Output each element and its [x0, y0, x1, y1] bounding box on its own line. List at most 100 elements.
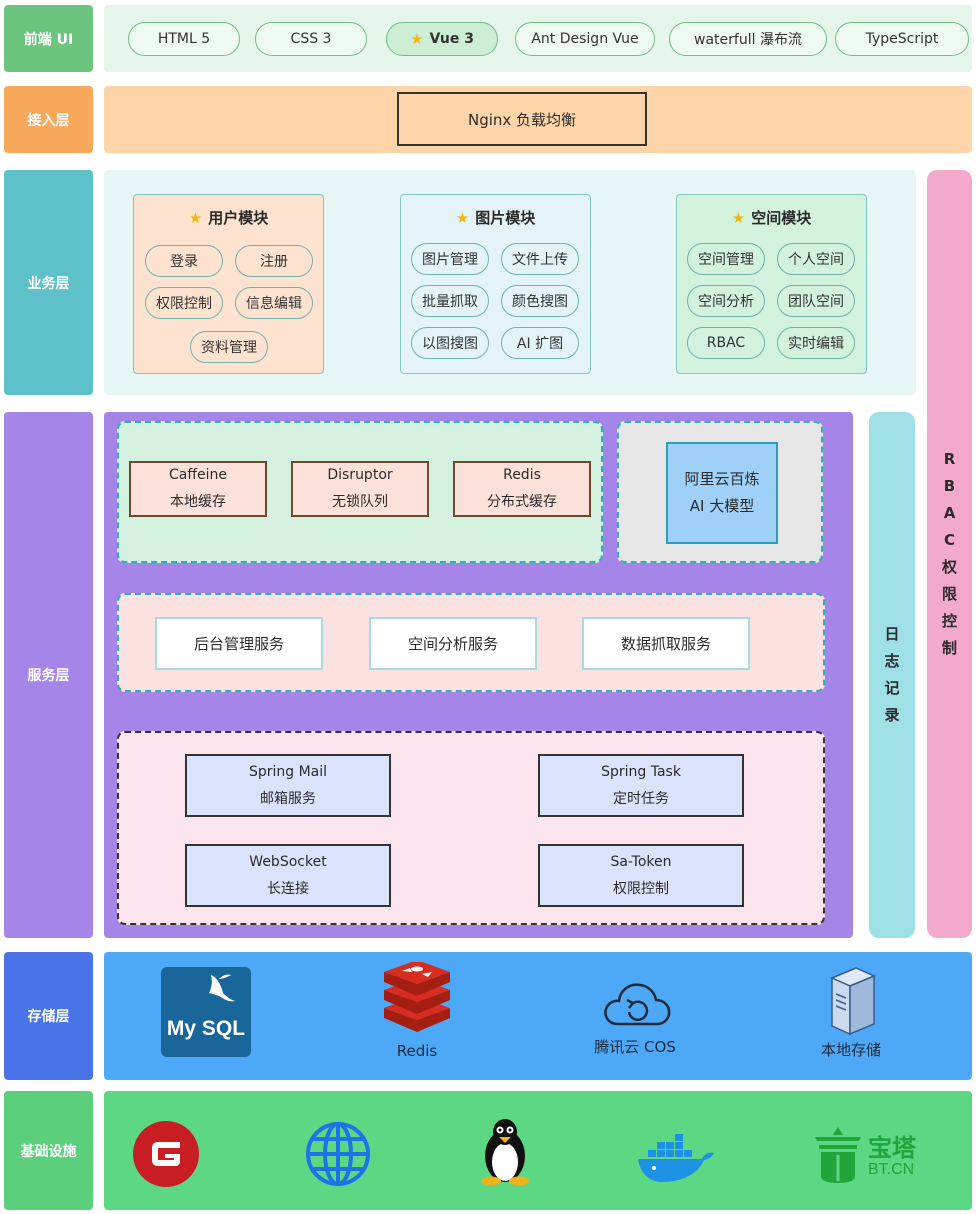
websocket-desc: 长连接	[267, 880, 309, 897]
space-module-title: ★ 空间模块	[677, 207, 866, 228]
star-icon: ★	[455, 209, 470, 227]
disruptor-box: Disruptor 无锁队列	[291, 461, 429, 517]
globe-icon	[306, 1122, 370, 1186]
star-icon: ★	[410, 30, 424, 48]
rbac-column: R B A C 权 限 控 制	[927, 170, 972, 938]
caffeine-desc: 本地缓存	[170, 494, 226, 510]
chip-rbac: RBAC	[687, 327, 765, 359]
docker-whale-icon	[638, 1134, 714, 1182]
chip-color-search: 颜色搜图	[501, 285, 579, 317]
spring-mail-desc: 邮箱服务	[260, 790, 316, 807]
chip-team-space: 团队空间	[777, 285, 855, 317]
layer-label-access: 接入层	[4, 86, 93, 153]
star-icon: ★	[731, 209, 746, 227]
log-char: 录	[884, 706, 900, 724]
server-icon	[830, 967, 876, 1036]
layer-label-infra: 基础设施	[4, 1091, 93, 1210]
websocket-box: WebSocket 长连接	[185, 844, 391, 907]
cos-label: 腾讯云 COS	[594, 1038, 676, 1056]
chip-space-analysis: 空间分析	[687, 285, 765, 317]
pill-typescript: TypeScript	[835, 22, 969, 56]
chip-register: 注册	[235, 245, 313, 277]
chip-ai-expand: AI 扩图	[501, 327, 579, 359]
disruptor-name: Disruptor	[327, 467, 393, 483]
chip-picture-manage: 图片管理	[411, 243, 489, 275]
ai-box: 阿里云百炼 AI 大模型	[666, 442, 778, 544]
pill-waterfall: waterfull 瀑布流	[669, 22, 827, 56]
chip-login: 登录	[145, 245, 223, 277]
space-analysis-service-box: 空间分析服务	[369, 617, 537, 670]
log-char: 记	[884, 679, 900, 697]
rbac-char: 制	[941, 639, 957, 657]
sa-token-name: Sa-Token	[610, 853, 672, 870]
redis-cache-desc: 分布式缓存	[487, 494, 557, 510]
pill-vue3: ★ Vue 3	[386, 22, 498, 56]
rbac-char: 限	[941, 585, 957, 603]
space-module-title-text: 空间模块	[751, 209, 812, 227]
rbac-char: 权	[941, 558, 957, 576]
baota-logo-icon	[815, 1127, 861, 1183]
rbac-char: C	[943, 531, 955, 549]
space-module: ★ 空间模块 空间管理 个人空间 空间分析 团队空间 RBAC 实时编辑	[676, 194, 867, 374]
redis-label: Redis	[396, 1042, 438, 1060]
pill-css3: CSS 3	[255, 22, 367, 56]
log-column: 日 志 记 录	[869, 412, 915, 938]
chip-space-manage: 空间管理	[687, 243, 765, 275]
redis-cache-name: Redis	[503, 467, 541, 483]
mysql-logo-text: My SQL	[166, 1017, 246, 1040]
spring-task-box: Spring Task 定时任务	[538, 754, 744, 817]
mysql-logo: My SQL	[161, 967, 251, 1057]
layer-label-business: 业务层	[4, 170, 93, 395]
pill-antdv: Ant Design Vue	[515, 22, 655, 56]
spring-mail-box: Spring Mail 邮箱服务	[185, 754, 391, 817]
rbac-char: A	[943, 504, 956, 522]
pill-html5: HTML 5	[128, 22, 240, 56]
star-icon: ★	[188, 209, 203, 227]
log-char: 日	[884, 625, 900, 643]
admin-service-box: 后台管理服务	[155, 617, 323, 670]
spring-task-name: Spring Task	[601, 763, 681, 780]
ai-name: 阿里云百炼	[684, 470, 760, 488]
ai-desc: AI 大模型	[689, 497, 755, 515]
disruptor-desc: 无锁队列	[332, 494, 388, 510]
chip-image-search: 以图搜图	[411, 327, 489, 359]
layer-label-storage: 存储层	[4, 952, 93, 1080]
dolphin-icon	[209, 974, 235, 1002]
data-fetch-service-box: 数据抓取服务	[582, 617, 750, 670]
infra-band	[104, 1091, 972, 1210]
user-module: ★ 用户模块 登录 注册 权限控制 信息编辑 资料管理	[133, 194, 324, 374]
caffeine-name: Caffeine	[169, 467, 227, 483]
pill-vue3-label: Vue 3	[429, 31, 474, 47]
sa-token-desc: 权限控制	[613, 880, 669, 897]
layer-label-service: 服务层	[4, 412, 93, 938]
spring-mail-name: Spring Mail	[248, 763, 328, 780]
user-module-title: ★ 用户模块	[134, 207, 323, 228]
sa-token-box: Sa-Token 权限控制	[538, 844, 744, 907]
chip-permission: 权限控制	[145, 287, 223, 319]
websocket-name: WebSocket	[249, 853, 327, 870]
cloud-icon	[604, 983, 671, 1026]
log-char: 志	[884, 652, 900, 670]
nginx-box: Nginx 负载均衡	[397, 92, 647, 146]
chip-profile: 资料管理	[190, 331, 268, 363]
linux-penguin-icon	[481, 1119, 529, 1186]
chip-info-edit: 信息编辑	[235, 287, 313, 319]
chip-batch-fetch: 批量抓取	[411, 285, 489, 317]
spring-task-desc: 定时任务	[613, 790, 669, 807]
chip-personal-space: 个人空间	[777, 243, 855, 275]
redis-icon	[384, 962, 450, 1032]
chip-realtime-edit: 实时编辑	[777, 327, 855, 359]
git-logo-icon	[133, 1121, 199, 1187]
local-storage-label: 本地存储	[820, 1041, 881, 1059]
user-module-title-text: 用户模块	[208, 209, 269, 227]
rbac-char: B	[943, 477, 956, 495]
picture-module: ★ 图片模块 图片管理 文件上传 批量抓取 颜色搜图 以图搜图 AI 扩图	[400, 194, 591, 374]
chip-file-upload: 文件上传	[501, 243, 579, 275]
picture-module-title-text: 图片模块	[475, 209, 536, 227]
redis-cache-box: Redis 分布式缓存	[453, 461, 591, 517]
layer-label-frontend: 前端 UI	[4, 5, 93, 72]
baota-subtext: BT.CN	[868, 1161, 915, 1178]
caffeine-box: Caffeine 本地缓存	[129, 461, 267, 517]
baota-text: 宝塔	[868, 1134, 916, 1162]
rbac-char: 控	[941, 612, 957, 630]
